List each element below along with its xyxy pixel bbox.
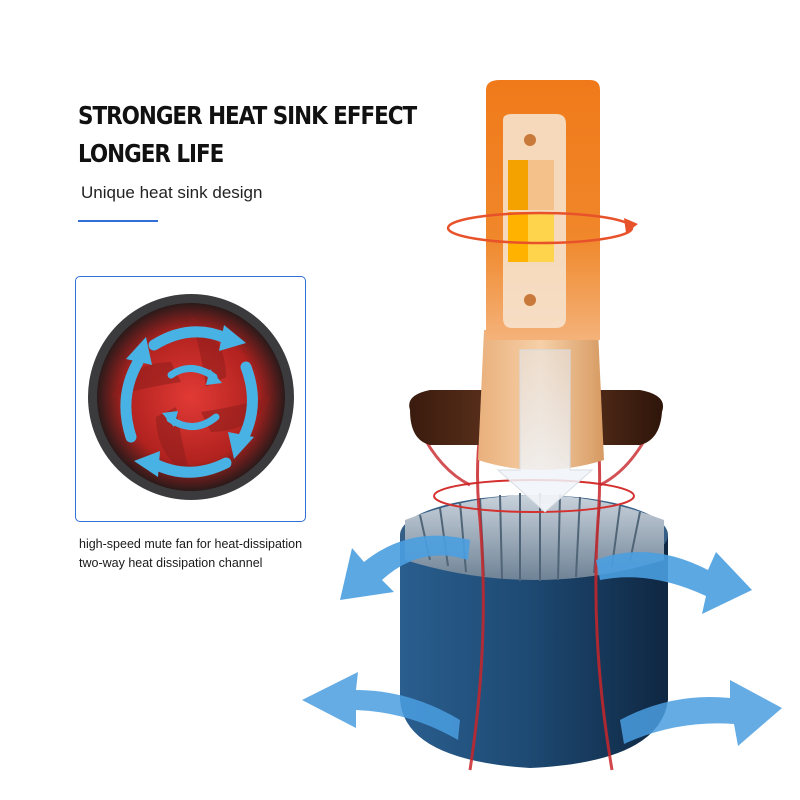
inset-caption-line-2: two-way heat dissipation channel (79, 556, 263, 570)
headline-line-1: STRONGER HEAT SINK EFFECT (78, 101, 417, 130)
subtitle: Unique heat sink design (81, 183, 263, 202)
fan-inset-panel (75, 276, 306, 522)
subtitle-underline (78, 220, 158, 222)
inset-caption-line-1: high-speed mute fan for heat-dissipation (79, 537, 303, 551)
fan-icon (88, 294, 294, 500)
headline-line-2: LONGER LIFE (78, 139, 224, 168)
